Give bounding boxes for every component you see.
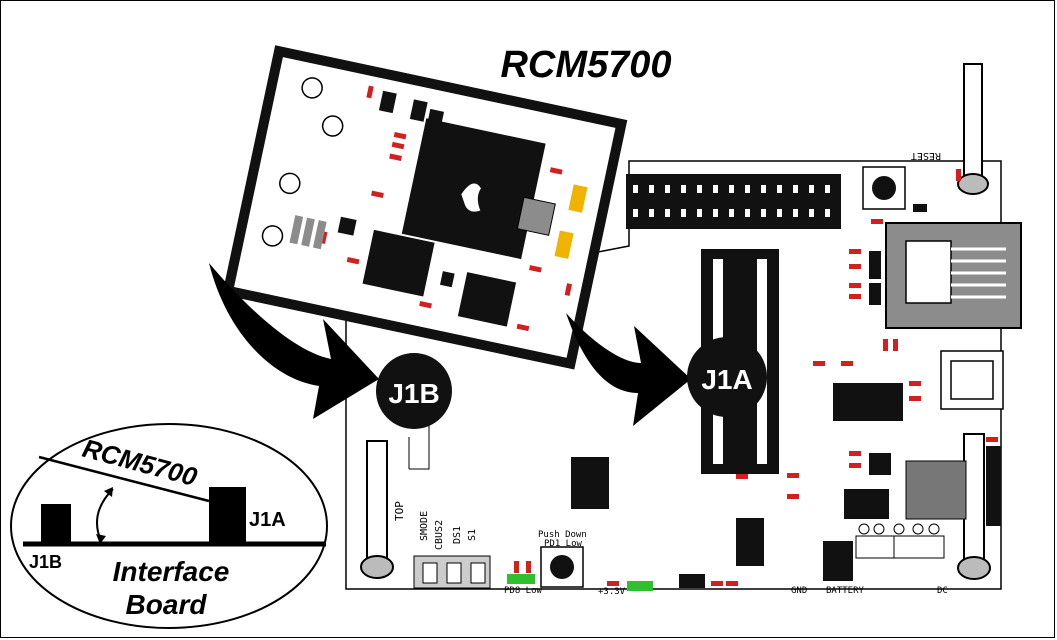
inset-j1a-label: J1A: [249, 509, 286, 531]
dc-jack: [905, 460, 967, 520]
module-crystal-2: [554, 230, 574, 259]
chip-q1: [869, 453, 891, 475]
inset-j1b-block: [41, 504, 71, 544]
arrow-to-j1a: [566, 313, 691, 426]
led-ds3: [627, 581, 653, 591]
j1b-callout-label: J1B: [388, 378, 439, 409]
arrow-to-j1b: [209, 263, 379, 419]
inset-board-line1: Interface: [113, 556, 230, 587]
pd1-low-label: PD1 Low: [544, 539, 583, 549]
battery-label: BATTERY: [826, 586, 865, 596]
inset-module-line: [38, 455, 210, 503]
reset-label: RESET: [911, 150, 941, 161]
j1b-callout: [376, 353, 452, 429]
smode-label: SMODE: [419, 511, 430, 541]
s1-label: S1: [467, 529, 478, 541]
test-pads: [855, 523, 945, 559]
standoff-top-right: [963, 63, 983, 190]
pin-header: [626, 174, 841, 229]
module-crystal-1: [568, 184, 588, 213]
figure-title: RCM5700: [500, 44, 671, 86]
led-pd8: [507, 574, 535, 584]
resistor-array: [514, 169, 998, 586]
chip-u3: [844, 489, 889, 519]
inset-board-line2: Board: [126, 589, 208, 620]
pd8-low-label: PD8 Low: [504, 586, 543, 596]
v33-label: +3.3V: [598, 587, 626, 597]
standoff-bottom-left: [366, 440, 388, 572]
regulator-u1: [571, 457, 609, 509]
standoff-bottom-right: [963, 433, 985, 575]
inset-j1b-label: J1B: [29, 552, 62, 572]
cbus2-label: CBUS2: [434, 520, 445, 550]
chip-u2: [833, 383, 903, 421]
ds1-label: DS1: [452, 526, 463, 544]
rcm5700-module: [222, 45, 628, 370]
inset-diagram: RCM5700 J1A J1B Interface Board: [10, 423, 328, 629]
j1a-callout: [687, 337, 767, 417]
dc-label: DC: [937, 586, 948, 596]
inset-j1a-block: [209, 487, 246, 544]
cap-j2: [736, 518, 764, 566]
gnd-label: GND: [791, 586, 807, 596]
push-down-label: Push Down: [538, 530, 587, 540]
battery-d1: [823, 541, 853, 581]
j1a-callout-label: J1A: [701, 364, 752, 395]
top-label: TOP: [393, 501, 406, 521]
rj45-jack: [885, 222, 1022, 329]
